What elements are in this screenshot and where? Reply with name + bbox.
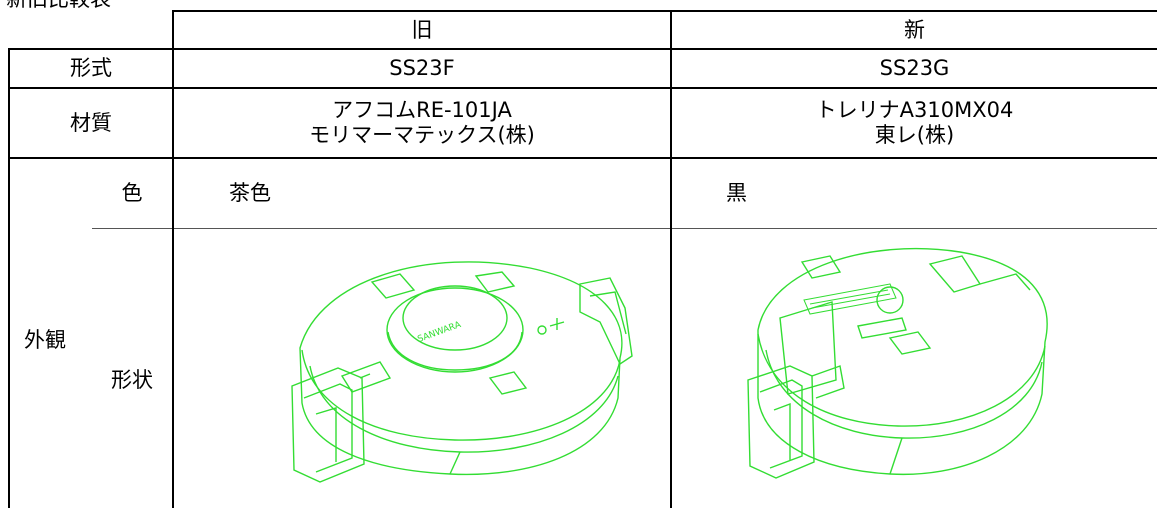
model-new: SS23G [879,56,950,80]
model-label: 形式 [70,56,112,80]
label-column-border [172,10,174,508]
material-old-name: アフコムRE-101JA [332,98,512,122]
color-old: 茶色 [229,181,271,205]
shape-label: 形状 [111,367,153,392]
new-part-svg [747,247,1048,479]
buzzer-ss23f-drawing: SANWARA [280,238,646,506]
material-new: トレリナA310MX04 東レ(株) [672,89,1157,157]
header-new: 新 [904,17,925,42]
model-old: SS23F [389,56,455,80]
material-label: 材質 [70,110,112,135]
material-new-name: トレリナA310MX04 [815,98,1014,122]
appearance-label: 外観 [24,327,66,352]
material-old: アフコムRE-101JA モリマーマテックス(株) [174,89,670,157]
document-title: 新旧比較表 [6,0,111,11]
material-row-border [8,157,1157,159]
header-old: 旧 [411,17,433,42]
old-part-svg: SANWARA [291,261,633,483]
buzzer-ss23g-drawing [740,238,1070,506]
color-new: 黒 [726,181,747,205]
header-bottom-border [8,48,1157,50]
material-new-maker: 東レ(株) [874,123,955,147]
old-marking: SANWARA [416,320,463,345]
model-row-border [8,87,1157,89]
top-border [172,10,1157,12]
material-old-maker: モリマーマテックス(株) [309,123,535,147]
color-label: 色 [121,181,143,205]
left-border [8,48,10,508]
color-row-border [92,228,1157,229]
old-new-column-border [670,10,672,508]
